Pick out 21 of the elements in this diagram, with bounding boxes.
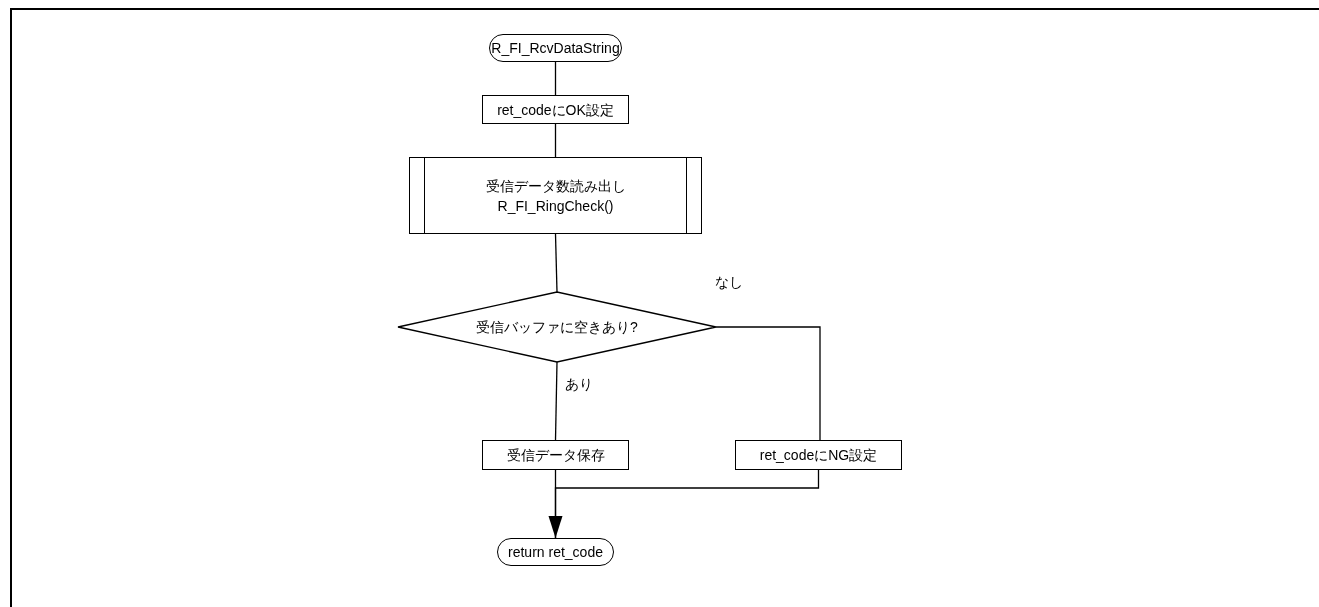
arrow	[548, 469, 820, 539]
connector-line	[554, 233, 558, 293]
process-box	[482, 95, 629, 124]
node-text: 受信データ保存	[506, 446, 605, 465]
node-text: 受信データ数読み出し	[485, 176, 626, 196]
process-box	[482, 440, 629, 470]
node-text: R_FI_RcvDataString	[491, 39, 620, 58]
connector-line	[715, 326, 821, 441]
process-box	[735, 440, 902, 470]
node-text: return ret_code	[508, 543, 603, 562]
decision-diamond	[398, 292, 716, 362]
terminator-box	[497, 538, 614, 566]
connector-line	[554, 361, 558, 441]
terminator-box	[489, 34, 622, 62]
subroutine-box	[409, 157, 702, 234]
node-text: 受信バッファに空きあり?	[476, 318, 638, 337]
node-text: ret_codeにNG設定	[759, 446, 878, 465]
node-text: ret_codeにOK設定	[497, 100, 614, 120]
connector-line	[554, 61, 557, 96]
node-text: R_FI_RingCheck()	[497, 196, 614, 216]
connector-line	[554, 123, 557, 158]
